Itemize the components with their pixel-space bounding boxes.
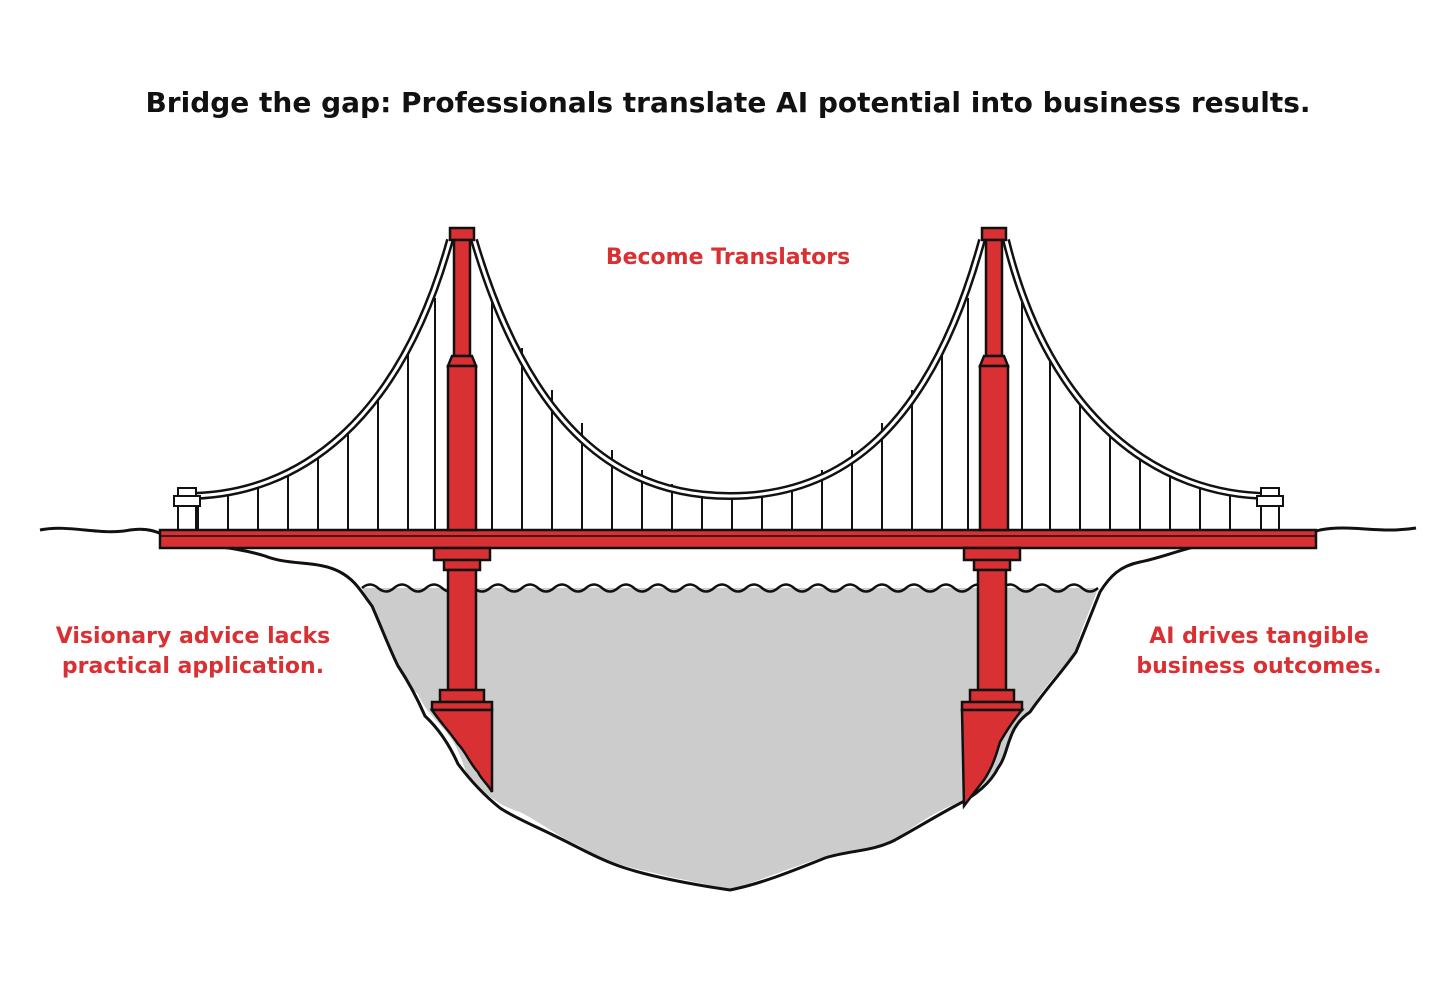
- label-right-line2: business outcomes.: [1136, 654, 1381, 679]
- left-anchor-post: [173, 487, 201, 533]
- label-left-line1: Visionary advice lacks: [56, 624, 331, 649]
- bridge-deck: [158, 528, 1318, 550]
- label-left-line2: practical application.: [62, 654, 324, 679]
- water-surface-wave: [361, 583, 1099, 593]
- gap-water: [362, 588, 1098, 890]
- label-right-line1: AI drives tangible: [1149, 624, 1369, 649]
- left-tower: [429, 226, 494, 793]
- suspender-cables: [197, 296, 1231, 532]
- right-tower: [960, 226, 1025, 810]
- diagram-title: Bridge the gap: Professionals translate …: [145, 86, 1310, 119]
- main-cable: [185, 238, 1271, 501]
- right-anchor-post: [1256, 487, 1284, 533]
- ground-outline: [39, 526, 1417, 892]
- label-become-translators: Become Translators: [606, 245, 850, 270]
